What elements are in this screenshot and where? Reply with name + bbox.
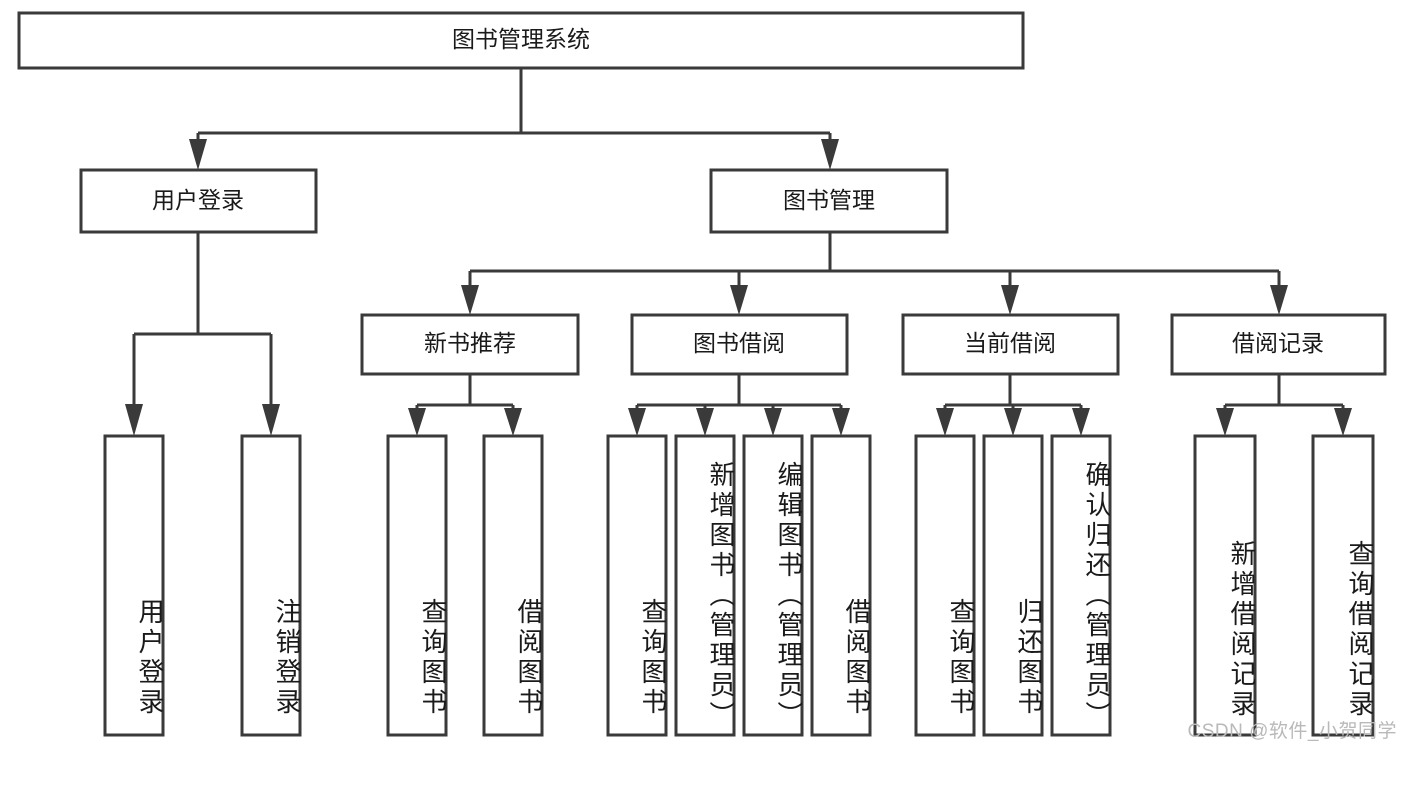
leaf-box-new-book-2[interactable]: [482, 434, 544, 737]
leaf-box-book-borrow-3[interactable]: [742, 434, 804, 737]
arrow-root-to-bookmgmt: [821, 139, 839, 170]
arrow-borrow-leaf-1: [628, 408, 646, 436]
arrow-userlogin-leaf-2: [262, 404, 280, 436]
leaf-box-book-borrow-1[interactable]: [606, 434, 668, 737]
leaf-box-user-login-2[interactable]: [240, 434, 302, 737]
arrow-borrow-leaf-3: [764, 408, 782, 436]
arrow-borrow-leaf-2: [696, 408, 714, 436]
node-new-book-recommend-label: 新书推荐: [424, 330, 516, 356]
node-new-book-recommend-box[interactable]: [360, 313, 580, 376]
arrow-userlogin-leaf-1: [125, 404, 143, 436]
node-root-system[interactable]: 图书管理系统: [17, 11, 1025, 70]
leaf-box-book-borrow-4[interactable]: [810, 434, 872, 737]
leaf-box-borrow-record-2[interactable]: [1311, 434, 1375, 737]
arrow-current-leaf-2: [1004, 408, 1022, 436]
node-current-borrow[interactable]: 当前借阅: [901, 313, 1120, 376]
connector-layer: [125, 68, 1352, 436]
arrow-bookmgmt-to-record: [1270, 285, 1288, 315]
node-new-book-recommend[interactable]: 新书推荐: [360, 313, 580, 376]
leaf-box-book-borrow-2[interactable]: [674, 434, 736, 737]
arrow-borrow-leaf-4: [832, 408, 850, 436]
arrow-root-to-userlogin: [189, 139, 207, 170]
node-book-management-box[interactable]: [709, 168, 949, 234]
leaf-box-new-book-1[interactable]: [386, 434, 448, 737]
arrow-newbook-leaf-1: [408, 408, 426, 436]
node-user-login-label: 用户登录: [152, 187, 244, 213]
leaf-box-user-login-1[interactable]: [103, 434, 165, 737]
node-current-borrow-label: 当前借阅: [964, 330, 1056, 356]
leaf-box-current-borrow-3[interactable]: [1050, 434, 1112, 737]
arrow-newbook-leaf-2: [504, 408, 522, 436]
node-current-borrow-box[interactable]: [901, 313, 1120, 376]
arrow-record-leaf-1: [1216, 408, 1234, 436]
arrow-bookmgmt-to-borrow: [730, 285, 748, 315]
csdn-watermark: CSDN @软件_小贺同学: [1187, 721, 1397, 742]
arrow-current-leaf-3: [1072, 408, 1090, 436]
node-user-login[interactable]: 用户登录: [79, 168, 318, 234]
node-book-management-label: 图书管理: [783, 187, 875, 213]
node-root-system-label: 图书管理系统: [452, 26, 590, 52]
node-book-borrow-box[interactable]: [630, 313, 849, 376]
arrow-current-leaf-1: [936, 408, 954, 436]
node-borrow-record[interactable]: 借阅记录: [1170, 313, 1387, 376]
diagram-svg: 图书管理系统 用户登录 图书管理 新书推荐 图书借阅 当前借阅 借阅记录: [17, 11, 1387, 737]
node-book-borrow-label: 图书借阅: [693, 330, 785, 356]
arrow-bookmgmt-to-current: [1001, 285, 1019, 315]
node-root-system-box[interactable]: [17, 11, 1025, 70]
node-borrow-record-box[interactable]: [1170, 313, 1387, 376]
arrow-record-leaf-2: [1334, 408, 1352, 436]
leaf-box-current-borrow-1[interactable]: [914, 434, 976, 737]
node-book-management[interactable]: 图书管理: [709, 168, 949, 234]
leaf-box-borrow-record-1[interactable]: [1193, 434, 1257, 737]
diagram-canvas: 图书管理系统 用户登录 图书管理 新书推荐 图书借阅 当前借阅 借阅记录: [17, 11, 1397, 742]
node-borrow-record-label: 借阅记录: [1232, 330, 1324, 356]
arrow-bookmgmt-to-newbook: [461, 285, 479, 315]
node-book-borrow[interactable]: 图书借阅: [630, 313, 849, 376]
node-user-login-box[interactable]: [79, 168, 318, 234]
leaf-box-current-borrow-2[interactable]: [982, 434, 1044, 737]
